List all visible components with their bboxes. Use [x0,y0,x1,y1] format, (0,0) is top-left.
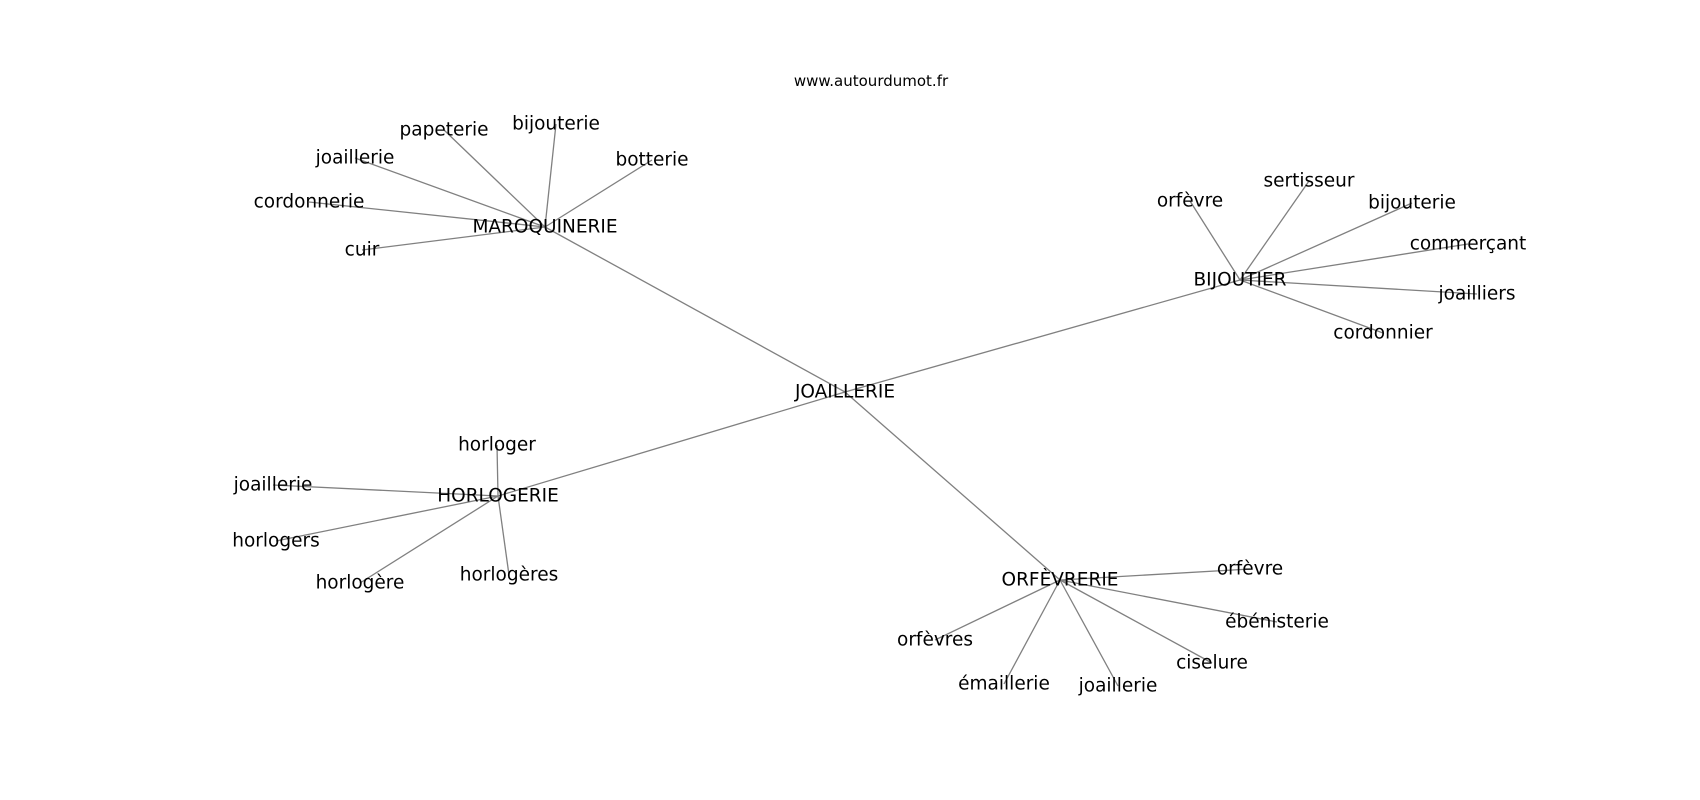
node-b-commercant: commerçant [1410,234,1527,255]
node-h-horlogers: horlogers [232,531,319,552]
node-o-orfevres: orfèvres [897,630,973,651]
node-h-horlogeres: horlogères [460,565,558,586]
graph-edge [544,159,653,228]
graph-edge [1189,200,1241,281]
graph-edge [1059,579,1213,664]
graph-edge [354,157,546,228]
graph-edge [443,129,546,228]
node-m-cuir: cuir [345,240,380,261]
graph-edge [1059,568,1251,581]
node-m-botterie: botterie [615,150,688,171]
graph-edge [544,226,846,393]
node-o-orfevre: orfèvre [1217,559,1283,580]
node-h-horlogere: horlogère [316,573,405,594]
graph-edge [844,279,1241,393]
graph-edge [1239,243,1469,281]
node-o-joaillerie: joaillerie [1078,676,1158,697]
node-o-ebenisterie: ébénisterie [1225,612,1329,633]
node-o-ciselure: ciselure [1176,653,1248,674]
node-h-joaillerie: joaillerie [233,475,313,496]
node-m-cordonnerie: cordonnerie [254,192,365,213]
node-b-orfevre: orfèvre [1157,191,1223,212]
node-joaillerie-root: JOAILLERIE [794,382,895,403]
graph-edge [1239,279,1384,334]
node-horlogerie: HORLOGERIE [437,486,559,507]
node-m-bijouterie: bijouterie [512,114,600,135]
graph-edge [1003,579,1061,685]
graph-edge [361,226,546,251]
node-o-emaillerie: émaillerie [958,674,1050,695]
site-url: www.autourdumot.fr [793,72,949,90]
graph-edge [1059,579,1278,623]
node-b-cordonnier: cordonnier [1333,323,1433,344]
node-b-joailliers: joailliers [1438,284,1516,305]
graph-edge [275,495,499,542]
node-orfevrerie: ORFÈVRERIE [1002,569,1119,591]
graph-labels: JOAILLERIE MAROQUINERIE BIJOUTIER HORLOGERI… [232,114,1526,697]
graph-edge [497,391,846,497]
node-maroquinerie: MAROQUINERIE [472,217,617,238]
graph-edge [308,201,546,228]
graph-edge [496,444,499,497]
graph-edge [359,495,499,584]
graph-edge [544,123,557,228]
node-h-horloger: horloger [458,435,536,456]
graph-edge [272,484,499,497]
node-b-bijouterie: bijouterie [1368,193,1456,214]
graph-edge [1059,579,1119,687]
graph-edge [1239,279,1478,295]
node-m-papeterie: papeterie [400,120,489,141]
graph-edge [934,579,1061,641]
graph-edge [497,495,510,576]
node-b-sertisseur: sertisseur [1263,171,1354,192]
node-bijoutier: BIJOUTIER [1193,270,1286,291]
graph-edges [272,123,1478,687]
graph-edge [844,391,1061,581]
graph-edge [1239,180,1310,281]
node-m-joaillerie: joaillerie [315,148,395,169]
graph-edge [1239,202,1413,281]
